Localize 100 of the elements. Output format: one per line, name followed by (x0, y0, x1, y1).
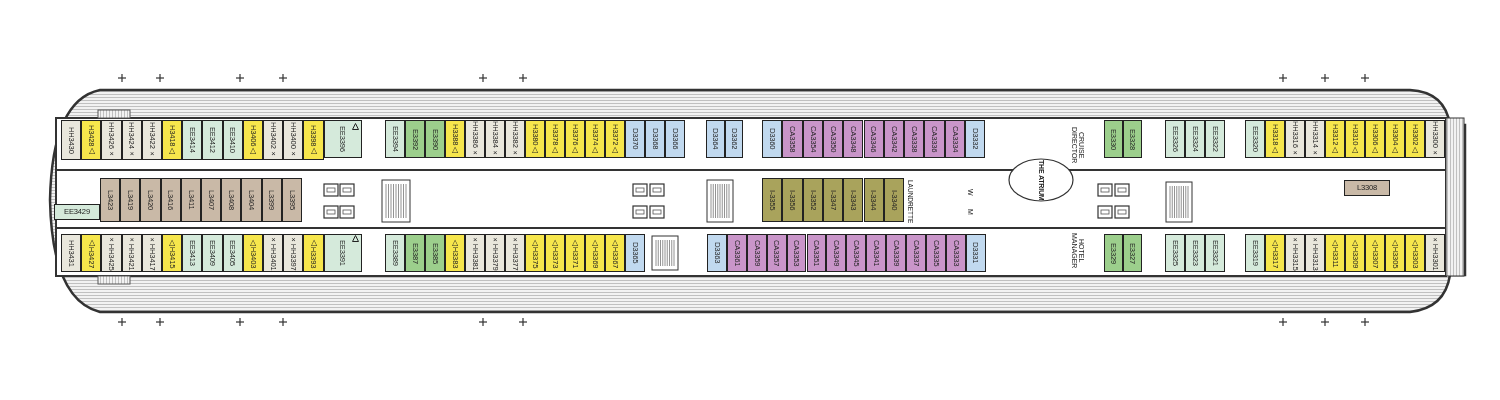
cabin-box (585, 120, 605, 158)
cabin-box (706, 120, 725, 158)
cabin-box (81, 234, 102, 272)
cabin-box (160, 178, 181, 222)
cabin-box (863, 120, 884, 158)
cabin-box (525, 120, 545, 158)
cabin-box (1405, 234, 1425, 272)
cabin-box (242, 120, 263, 160)
cabin-box (182, 234, 203, 272)
cabin-box (1305, 234, 1325, 272)
cabin-box (221, 178, 242, 222)
cabin-box (782, 178, 803, 222)
cabin-box (485, 234, 505, 272)
cabin-box (822, 178, 844, 222)
cabin-box (1205, 234, 1225, 272)
cabin-box (1345, 234, 1365, 272)
cabin-box (802, 178, 823, 222)
cabin-box (1123, 120, 1142, 158)
cabin-box (625, 234, 645, 272)
cabin-box (883, 178, 905, 222)
cabin-box (1245, 234, 1265, 272)
cabin-box (1265, 234, 1285, 272)
cabin-box (61, 120, 82, 160)
cabin-box (261, 178, 282, 222)
atrium-area (1008, 158, 1074, 202)
cabin-box (202, 234, 223, 272)
cabin-box (121, 120, 142, 160)
cabin-box (405, 234, 425, 272)
cabin-box (766, 234, 787, 272)
cabin-box (1405, 120, 1425, 158)
cabin-box (822, 120, 844, 158)
cabin-box (605, 120, 625, 158)
cabin-box (802, 120, 823, 158)
cabin-box (545, 234, 565, 272)
cabin-box (625, 120, 645, 158)
cabin-box (904, 120, 925, 158)
cabin-box (61, 234, 82, 272)
cabin-box (121, 234, 142, 272)
cabin-box (886, 234, 906, 272)
cabin-box (162, 234, 183, 272)
cabin-box (385, 234, 405, 272)
cabin-box (263, 120, 284, 160)
cabin-box (944, 120, 965, 158)
cabin-box (465, 234, 485, 272)
cabin-box (180, 178, 201, 222)
cabin-box (707, 234, 727, 272)
cabin-box (1325, 120, 1345, 158)
cabin-box (565, 234, 585, 272)
cabin-box (465, 120, 485, 158)
cabin-box (883, 120, 905, 158)
cabin-box (445, 120, 465, 158)
cabin-box (726, 234, 747, 272)
cabin-box (162, 120, 183, 160)
cabin-box (1265, 120, 1285, 158)
cabin-box (241, 178, 262, 222)
cabin-box (100, 178, 121, 222)
cabin-box (1165, 234, 1185, 272)
cabin-box (120, 178, 141, 222)
cabin-box (786, 234, 807, 272)
cabin-box (746, 234, 767, 272)
cabin-box (1285, 120, 1305, 158)
cabin-box (222, 234, 243, 272)
cabin-box (924, 120, 945, 158)
cabin-box (762, 178, 783, 222)
cabin-box (283, 234, 304, 272)
cabin-box (182, 120, 203, 160)
cabin-box (385, 120, 405, 158)
cabin-box (605, 234, 625, 272)
cabin-box (945, 234, 966, 272)
cabin-box (965, 234, 986, 272)
cabin-box (1185, 234, 1205, 272)
cabin-box (665, 120, 685, 158)
cabin-box (1104, 120, 1123, 158)
cabin-box (281, 178, 302, 222)
cabin-box (1365, 234, 1385, 272)
cabin-box (1325, 234, 1345, 272)
cabin-box (1365, 120, 1385, 158)
cabin-box (1385, 234, 1405, 272)
cabin-box (762, 120, 783, 158)
cabin-box (303, 234, 324, 272)
cabin-box (81, 120, 102, 160)
cabin-box (1345, 120, 1365, 158)
cabin-box (545, 120, 565, 158)
cabin-box (505, 234, 525, 272)
cabin-box (1385, 120, 1405, 158)
cabin-box (1185, 120, 1205, 158)
cabin-box (222, 120, 243, 160)
cabin-box (202, 120, 223, 160)
cabin-box (323, 120, 362, 158)
cabin-box (505, 120, 525, 158)
cabin-box (906, 234, 926, 272)
cabin-box (782, 120, 803, 158)
cabin-box (141, 120, 162, 160)
cabin-box (101, 234, 122, 272)
cabin-box (1344, 180, 1390, 196)
cabin-box (1425, 234, 1445, 272)
cabin-box (54, 204, 100, 220)
cabin-box (1245, 120, 1265, 158)
cabin-box (140, 178, 161, 222)
cabin-box (1305, 120, 1325, 158)
